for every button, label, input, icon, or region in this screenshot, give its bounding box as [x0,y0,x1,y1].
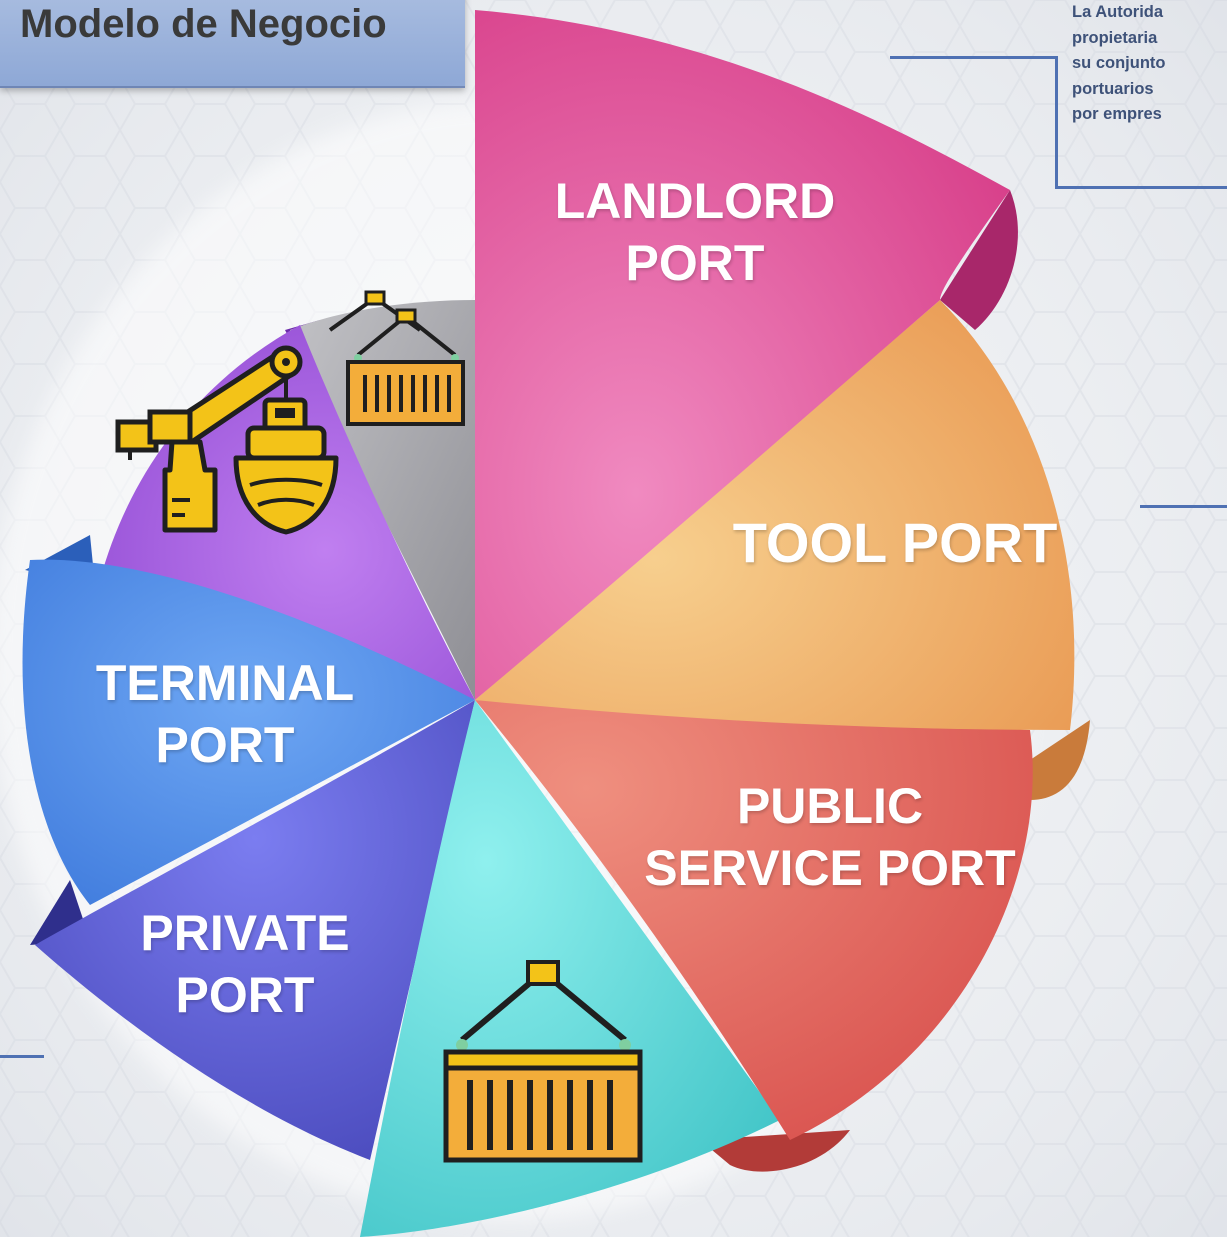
segment-label-tool: TOOL PORT [732,511,1058,574]
page-title: Modelo de Negocio [20,2,387,46]
fold-pink [940,190,1018,330]
segment-label-private: PRIVATE PORT [140,905,350,1023]
segment-label-public-service: PUBLIC SERVICE PORT [644,778,1016,896]
segment-tool [475,300,1075,730]
fold-orange [1030,720,1090,800]
title-banner: Modelo de Negocio [0,0,465,88]
segment-private [35,700,475,1160]
connector-line [890,56,1058,59]
description-note: La Autorida propietaria su conjunto port… [1072,0,1227,128]
connector-line [0,1055,44,1058]
segment-label-terminal: TERMINAL PORT [95,655,355,773]
note-line: portuarios [1072,79,1154,98]
connector-line [1140,505,1227,508]
note-line: por empres [1072,105,1162,123]
fold-red [700,1130,850,1172]
segment-landlord [475,10,1010,700]
connector-line [1055,56,1058,188]
segment-terminal [22,559,475,905]
segment-public-service [475,700,1033,1140]
crane-ship-icon [115,345,339,535]
note-line: su conjunto [1072,54,1166,72]
connector-line [1055,186,1227,189]
hanging-container-icon [443,960,643,1163]
note-line: propietaria [1072,28,1158,47]
segment-label-landlord: LANDLORD PORT [554,173,836,291]
hanging-container-icon [328,290,465,426]
note-line: La Autorida [1072,3,1164,21]
